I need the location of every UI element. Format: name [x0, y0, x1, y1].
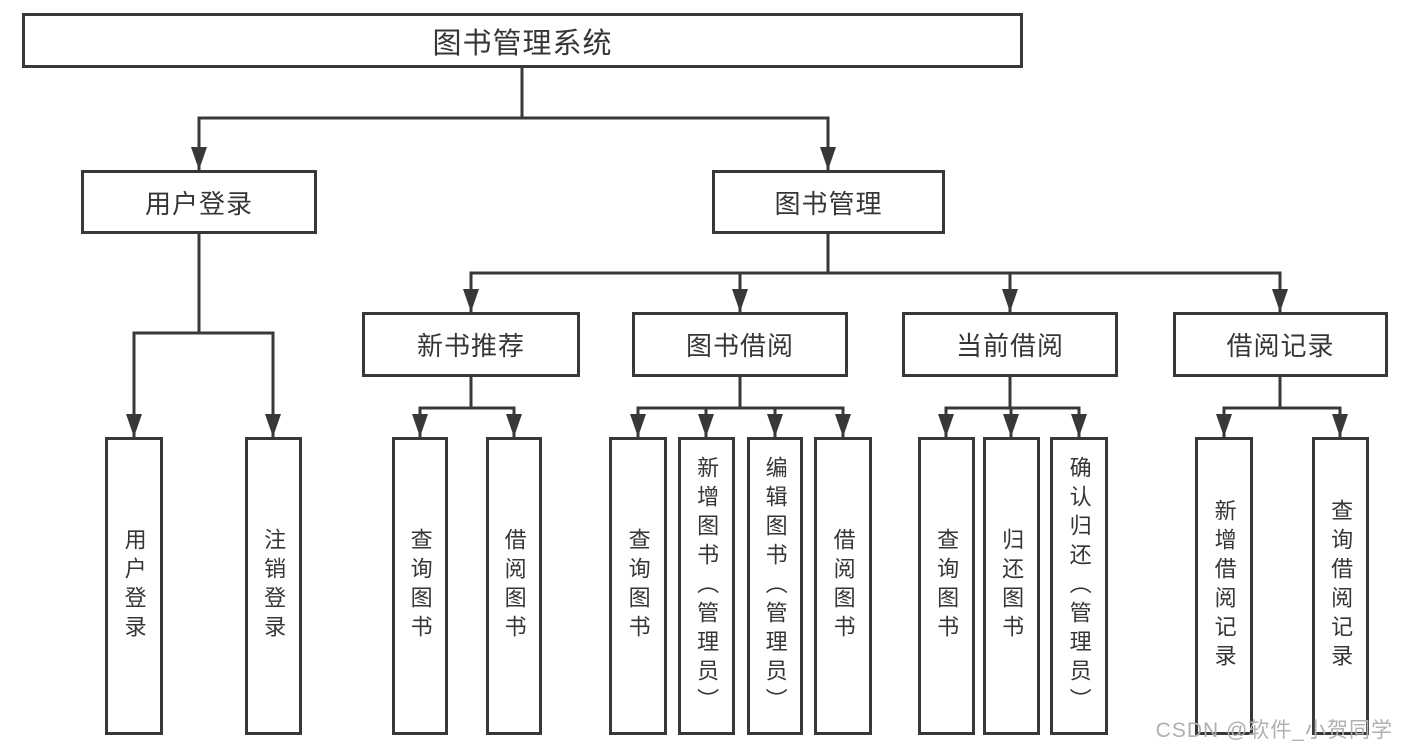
- leaf-return-books: 归还图书: [983, 437, 1040, 735]
- leaf-label: 新增图书（管理员）: [694, 455, 720, 717]
- leaf-confirm-return-admin: 确认归还（管理员）: [1050, 437, 1108, 735]
- leaf-query-books-2: 查询图书: [609, 437, 667, 735]
- leaf-label: 用户登录: [121, 528, 147, 644]
- leaf-label: 借阅图书: [501, 528, 527, 644]
- leaf-query-books-3: 查询图书: [918, 437, 975, 735]
- node-new-book-recommendation: 新书推荐: [362, 312, 580, 377]
- leaf-label: 查询图书: [934, 528, 960, 644]
- leaf-add-books-admin: 新增图书（管理员）: [678, 437, 735, 735]
- leaf-label: 查询借阅记录: [1328, 499, 1354, 673]
- node-user-login: 用户登录: [81, 170, 317, 234]
- leaf-label: 归还图书: [999, 528, 1025, 644]
- leaf-label: 编辑图书（管理员）: [762, 455, 788, 717]
- leaf-label: 确认归还（管理员）: [1066, 455, 1092, 717]
- leaf-add-borrow-record: 新增借阅记录: [1195, 437, 1253, 735]
- leaf-logout-login: 注销登录: [245, 437, 302, 735]
- node-book-management: 图书管理: [712, 170, 945, 234]
- leaf-edit-books-admin: 编辑图书（管理员）: [747, 437, 803, 735]
- leaf-borrow-books: 借阅图书: [486, 437, 542, 735]
- node-book-borrowing: 图书借阅: [632, 312, 848, 377]
- leaf-label: 查询图书: [625, 528, 651, 644]
- node-library-system: 图书管理系统: [22, 13, 1023, 68]
- leaf-label: 查询图书: [407, 528, 433, 644]
- leaf-label: 借阅图书: [830, 528, 856, 644]
- leaf-label: 注销登录: [261, 528, 287, 644]
- leaf-label: 新增借阅记录: [1211, 499, 1237, 673]
- csdn-watermark: CSDN @软件_小贺同学: [1155, 719, 1393, 742]
- node-borrowing-records: 借阅记录: [1173, 312, 1388, 377]
- leaf-borrow-books-2: 借阅图书: [814, 437, 872, 735]
- leaf-user-login: 用户登录: [105, 437, 163, 735]
- leaf-query-borrow-record: 查询借阅记录: [1312, 437, 1369, 735]
- leaf-query-books: 查询图书: [392, 437, 448, 735]
- node-current-borrowing: 当前借阅: [902, 312, 1118, 377]
